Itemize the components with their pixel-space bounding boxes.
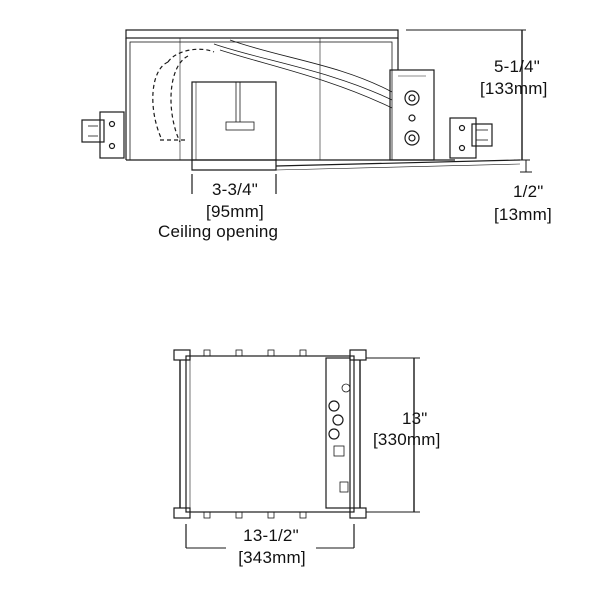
height-mm-label: [133mm] — [480, 79, 548, 98]
width-mm-label: [343mm] — [238, 548, 306, 567]
height-dimension-line — [406, 29, 530, 161]
right-mounting-bracket — [449, 117, 493, 159]
ceiling-opening-caption: Ceiling opening — [158, 222, 279, 241]
opening-dimension-line — [191, 174, 277, 194]
side-view-housing — [125, 29, 521, 171]
flange-dimension-line — [520, 160, 532, 173]
length-mm-label: [330mm] — [373, 430, 441, 449]
top-view-housing — [173, 349, 367, 519]
length-dimension-line — [366, 357, 420, 513]
flange-inches-label: 1/2" — [513, 182, 544, 201]
width-inches-label: 13-1/2" — [243, 526, 299, 545]
length-inches-label: 13" — [402, 409, 428, 428]
opening-inches-label: 3-3/4" — [212, 180, 258, 199]
height-inches-label: 5-1/4" — [494, 57, 540, 76]
width-dimension-line — [185, 524, 355, 549]
left-mounting-bracket — [81, 111, 125, 159]
flange-mm-label: [13mm] — [494, 205, 552, 224]
opening-mm-label: [95mm] — [206, 202, 264, 221]
